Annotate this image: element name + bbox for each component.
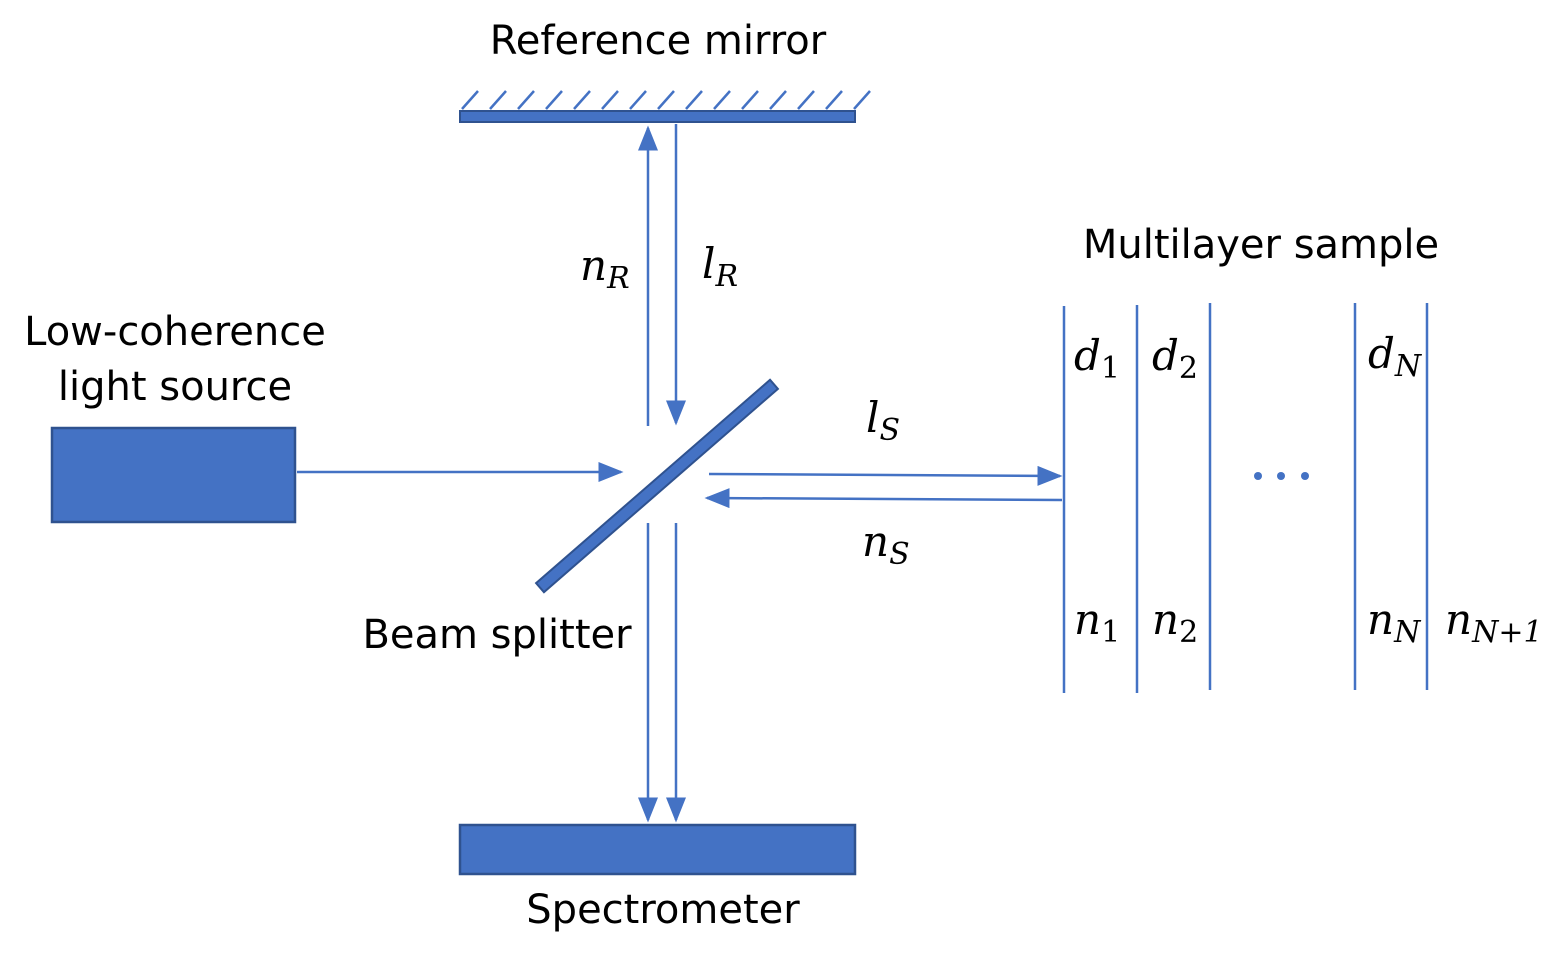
dN-label: dN — [1368, 329, 1423, 384]
l-R-label: lR — [702, 239, 738, 294]
l-S-label: lS — [866, 393, 900, 448]
beam-splitter-to-sample — [708, 465, 1063, 486]
n2-label: n2 — [1152, 595, 1198, 650]
sample-layer-boundaries — [1062, 303, 1429, 693]
reference-mirror — [459, 90, 871, 123]
ellipsis-dots — [1254, 472, 1309, 480]
nN-label: nN — [1367, 595, 1422, 650]
n-R-label: nR — [580, 241, 630, 296]
light-source-label-line2: light source — [58, 364, 292, 410]
d2-label: d2 — [1152, 331, 1198, 386]
beam-splitter-label: Beam splitter — [362, 612, 632, 658]
reference-mirror-hatching — [461, 90, 871, 110]
beam-sample-to-splitter — [704, 488, 1063, 509]
light-source-box — [50, 426, 297, 524]
light-source-label-line1: Low-coherence — [24, 309, 326, 355]
n1-label: n1 — [1074, 595, 1120, 650]
beam-splitter — [534, 378, 780, 594]
spectrometer-box — [458, 823, 857, 876]
spectrometer-label: Spectrometer — [526, 887, 800, 933]
d1-label: d1 — [1074, 331, 1120, 386]
multilayer-sample-label: Multilayer sample — [1083, 222, 1439, 268]
beam-paths — [297, 124, 1063, 823]
nN1-label: nN+1 — [1445, 595, 1543, 650]
reference-mirror-label: Reference mirror — [490, 18, 827, 64]
n-S-label: nS — [862, 517, 910, 572]
reference-mirror-plate — [459, 110, 856, 123]
